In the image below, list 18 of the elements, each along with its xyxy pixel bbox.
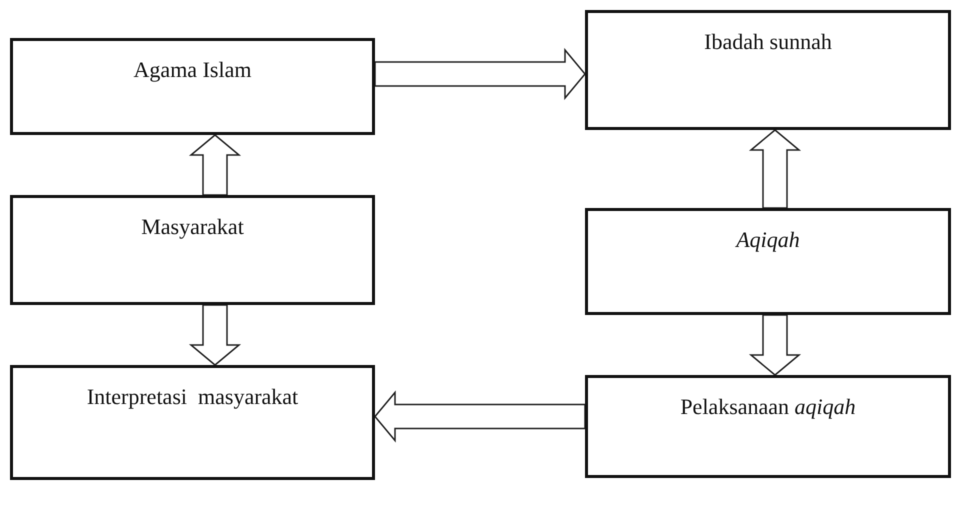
box-label: Pelaksanaan aqiqah [680, 393, 856, 421]
box-label: Aqiqah [736, 226, 800, 254]
process-box [10, 38, 375, 135]
block-arrow [748, 314, 802, 376]
process-box [10, 365, 375, 480]
block-arrow [374, 390, 586, 443]
process-box [585, 375, 951, 478]
box-label: Agama Islam [134, 56, 252, 84]
box-label: Interpretasi masyarakat [86, 383, 298, 411]
process-box [585, 10, 951, 130]
block-arrow [374, 48, 586, 100]
block-arrow [188, 134, 242, 196]
process-box [585, 208, 951, 315]
block-arrow [748, 129, 802, 209]
box-label: Masyarakat [141, 213, 244, 241]
box-label: Ibadah sunnah [704, 28, 832, 56]
process-box [10, 195, 375, 305]
block-arrow [188, 304, 242, 366]
